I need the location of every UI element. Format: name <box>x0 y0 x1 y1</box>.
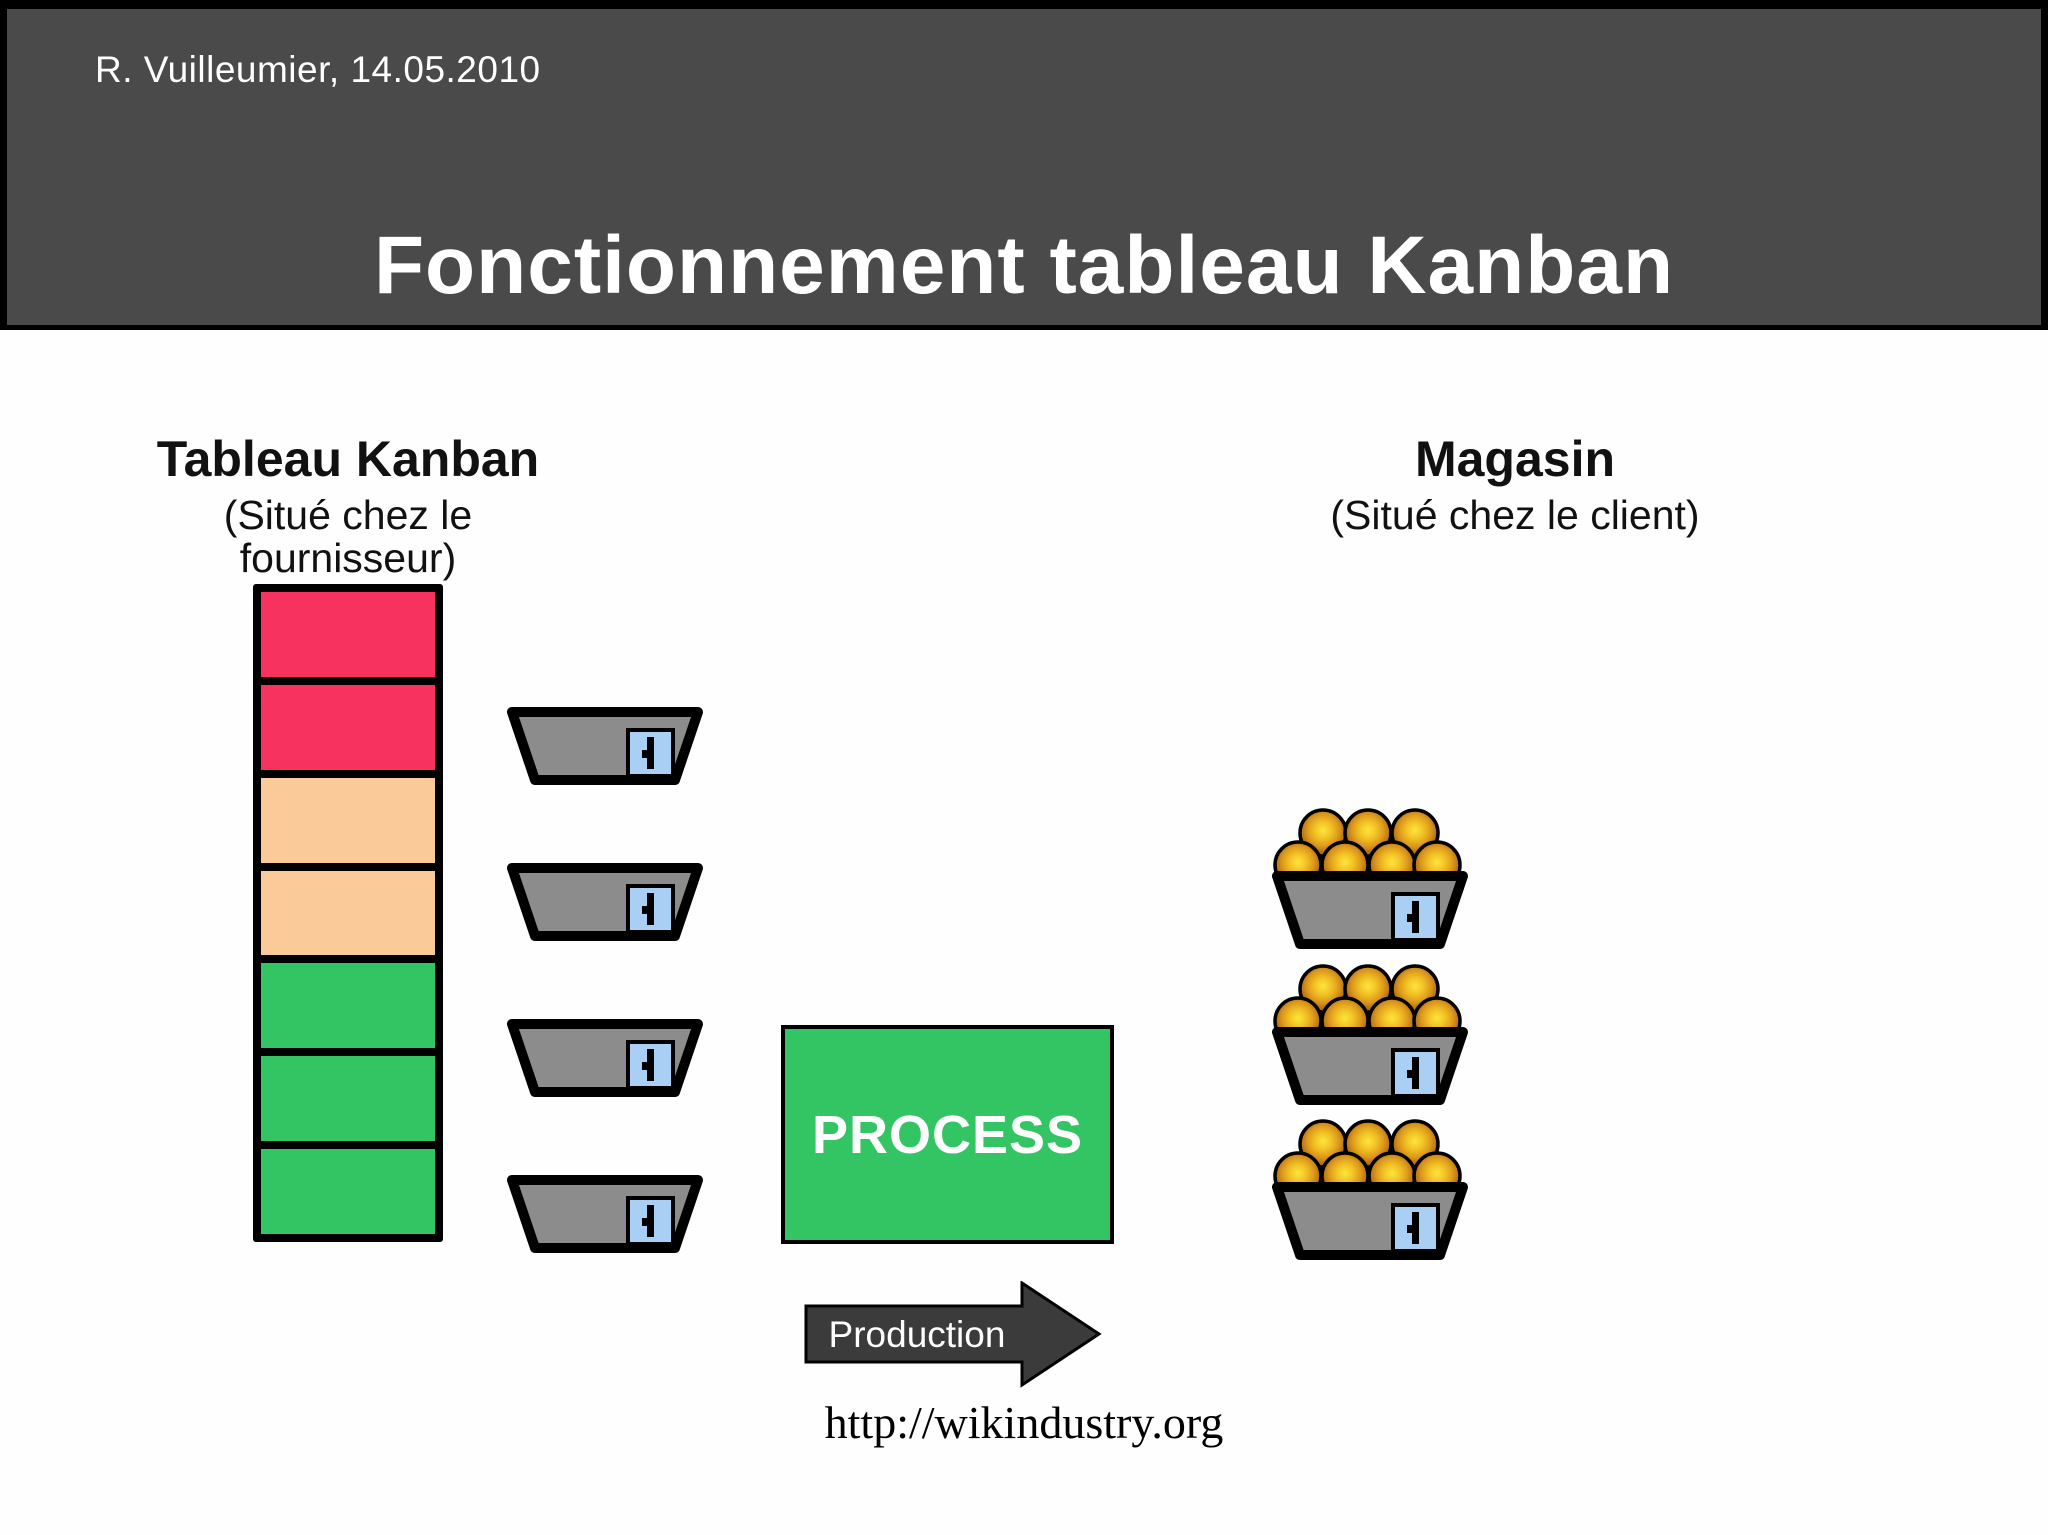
empty-container-icon <box>512 868 698 936</box>
full-container-icon <box>1275 966 1463 1100</box>
kanban-cell-orange <box>261 777 435 863</box>
kanban-board <box>253 584 443 1242</box>
empty-container-icon <box>512 1024 698 1092</box>
kanban-cell-red <box>261 592 435 677</box>
magasin-title: Magasin <box>1414 431 1616 487</box>
magasin-stock-column <box>1271 804 1471 1274</box>
magasin-subtitle: (Situé chez le client) <box>1330 491 1700 538</box>
empty-container-column <box>506 706 706 1266</box>
process-box: PROCESS <box>781 1025 1114 1244</box>
production-arrow-label: Production <box>828 1314 1006 1355</box>
empty-container-icon <box>512 1180 698 1248</box>
empty-container-icon <box>512 712 698 780</box>
kanban-cell-green <box>261 1149 435 1234</box>
footer-url: http://wikindustry.org <box>824 1397 1224 1448</box>
production-arrow <box>804 1281 1102 1388</box>
process-label: PROCESS <box>811 1104 1084 1165</box>
author-date: R. Vuilleumier, 14.05.2010 <box>95 49 541 90</box>
client-label-block: Magasin (Situé chez le client) <box>1285 433 1745 537</box>
kanban-cell-orange <box>261 870 435 956</box>
full-container-icon <box>1275 1121 1463 1255</box>
slide-title: Fonctionnement tableau Kanban <box>373 220 1675 311</box>
arrow-right-icon <box>804 1281 1102 1388</box>
supplier-label-block: Tableau Kanban (Situé chez le fournisseu… <box>118 433 578 580</box>
kanban-cell-red <box>261 684 435 770</box>
title-bar: R. Vuilleumier, 14.05.2010 Fonctionnemen… <box>0 0 2048 330</box>
kanban-board-title: Tableau Kanban <box>156 431 540 487</box>
kanban-cell-green <box>261 963 435 1049</box>
kanban-cell-green <box>261 1056 435 1142</box>
full-container-icon <box>1275 810 1463 944</box>
kanban-board-subtitle: (Situé chez le fournisseur) <box>223 491 473 581</box>
